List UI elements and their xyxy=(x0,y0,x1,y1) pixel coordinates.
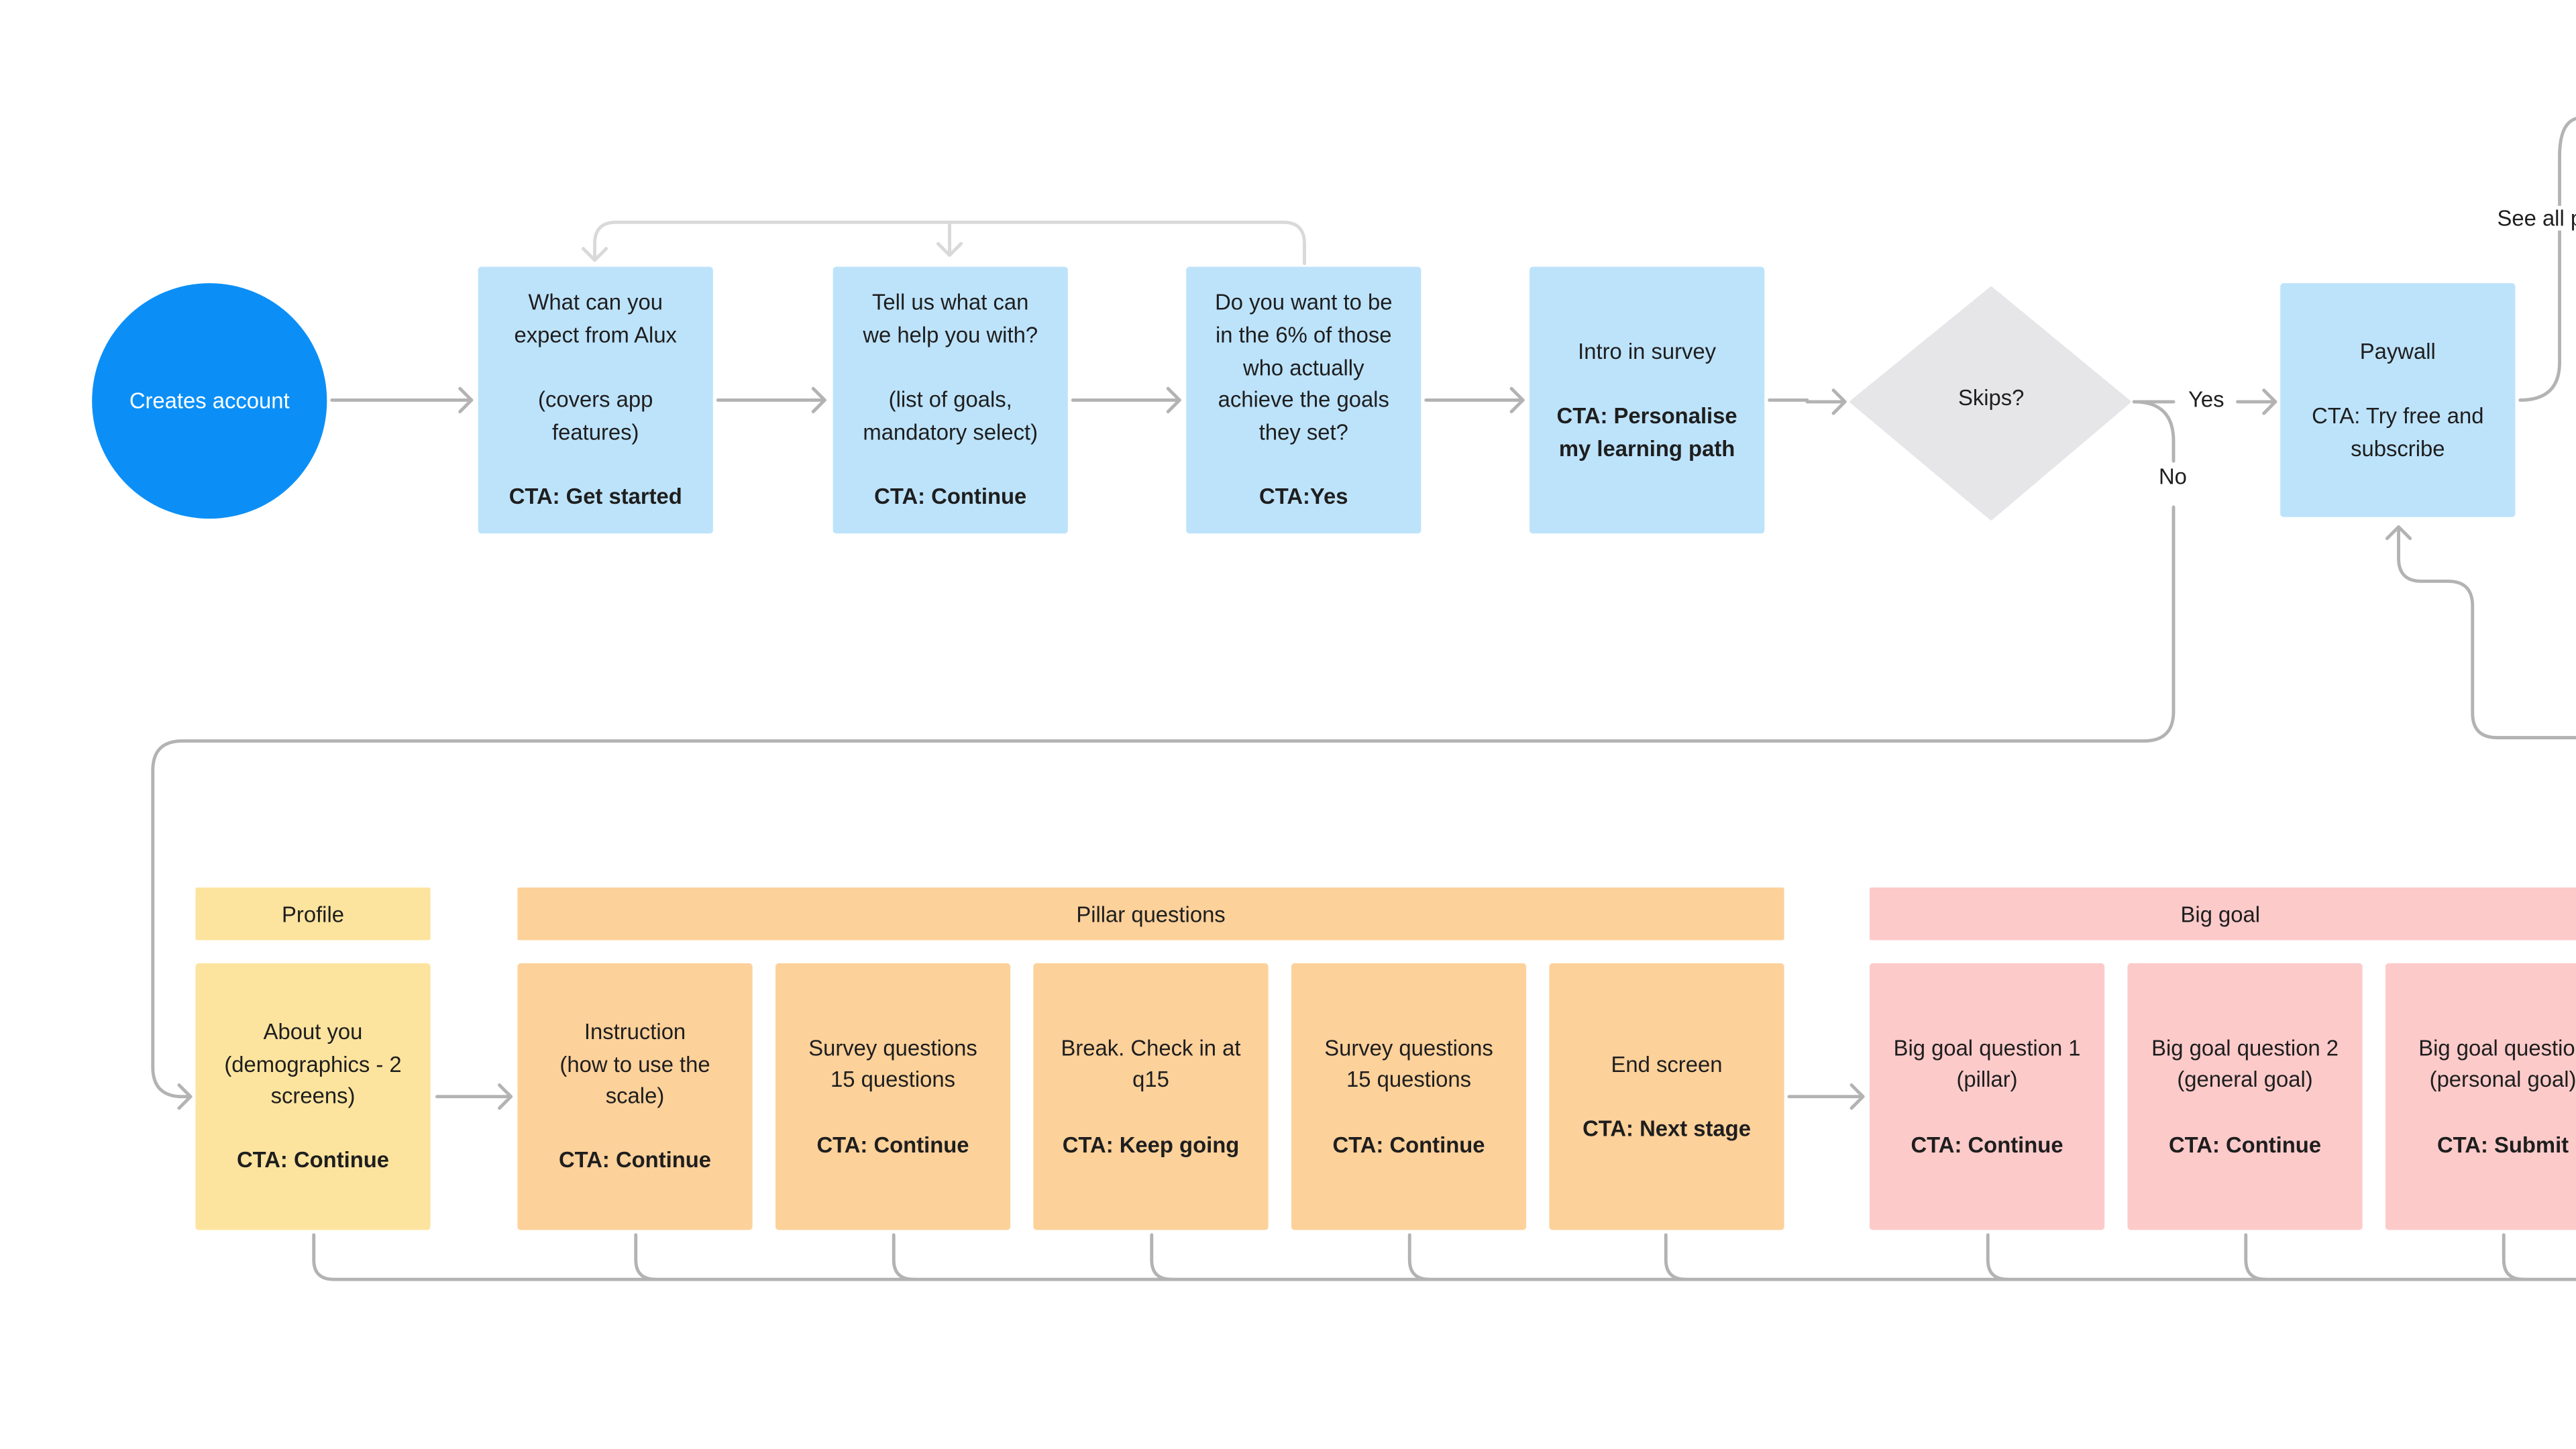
arrow-profile-to-pillar xyxy=(435,1083,513,1110)
card-text: Survey questions 15 questions xyxy=(1324,1035,1493,1093)
card-end-screen[interactable]: End screen CTA: Next stage xyxy=(1549,963,1784,1230)
card-cta: CTA: Continue xyxy=(816,1132,969,1157)
card-text: What can you expect from Alux (covers ap… xyxy=(514,290,677,445)
arrow-no-branch xyxy=(151,400,2176,1110)
see-all-label: See all p xyxy=(2492,205,2576,231)
paywall-exit-up xyxy=(2518,117,2576,402)
card-cta: CTA: Keep going xyxy=(1062,1132,1240,1157)
card-cta: CTA:Yes xyxy=(1259,484,1348,509)
card-text: About you (demographics - 2 screens) xyxy=(224,1019,402,1109)
card-cta: CTA: Get started xyxy=(508,484,682,509)
step-card-intro-survey[interactable]: Intro in survey CTA: Personalise my lear… xyxy=(1529,266,1765,534)
back-arrow-to-step2 xyxy=(936,220,963,257)
step-card-expect[interactable]: What can you expect from Alux (covers ap… xyxy=(478,266,713,534)
back-arrow-step3-to-step1 xyxy=(581,220,1306,266)
card-text: Intro in survey xyxy=(1578,339,1717,364)
group-header-big-goal: Big goal xyxy=(1869,887,2576,941)
arrow-step2-to-step3 xyxy=(1071,386,1181,414)
group-header-profile: Profile xyxy=(195,887,431,941)
decision-diamond xyxy=(1849,286,2131,521)
step-card-goals[interactable]: Tell us what can we help you with? (list… xyxy=(833,266,1068,534)
card-text: Survey questions 15 questions xyxy=(808,1035,977,1093)
card-big-goal-3[interactable]: Big goal question (personal goal) CTA: S… xyxy=(2385,963,2576,1230)
card-survey-questions-2[interactable]: Survey questions 15 questions CTA: Conti… xyxy=(1291,963,1527,1230)
start-label: Creates account xyxy=(129,388,290,414)
card-text: Tell us what can we help you with? (list… xyxy=(863,290,1038,445)
paywall-cta: CTA: Try free and subscribe xyxy=(2312,403,2484,461)
arrow-bottom-to-paywall xyxy=(2385,525,2576,740)
yes-label: Yes xyxy=(2183,386,2229,412)
big-goal-header-text: Big goal xyxy=(2180,901,2261,926)
start-node[interactable]: Creates account xyxy=(92,283,327,519)
card-cta: CTA: Personalise my learning path xyxy=(1556,403,1737,461)
bottom-bracket xyxy=(312,1233,2576,1281)
card-text: Instruction (how to use the scale) xyxy=(559,1019,710,1109)
arrow-step4-to-decision xyxy=(1768,388,1847,415)
decision-label: Skips? xyxy=(1957,385,2025,411)
card-big-goal-2[interactable]: Big goal question 2 (general goal) CTA: … xyxy=(2127,963,2363,1230)
card-text: End screen xyxy=(1611,1051,1723,1077)
arrow-step1-to-step2 xyxy=(716,386,826,414)
no-label: No xyxy=(2155,464,2190,489)
card-cta: CTA: Next stage xyxy=(1582,1116,1751,1141)
card-survey-questions-1[interactable]: Survey questions 15 questions CTA: Conti… xyxy=(775,963,1011,1230)
card-cta: CTA: Continue xyxy=(558,1148,712,1173)
card-text: Big goal question 2 (general goal) xyxy=(2151,1035,2339,1093)
card-cta: CTA: Continue xyxy=(874,484,1027,509)
arrow-pillar-to-biggoal xyxy=(1787,1083,1865,1110)
paywall-title: Paywall xyxy=(2359,339,2436,364)
card-break-check-in[interactable]: Break. Check in at q15 CTA: Keep going xyxy=(1033,963,1269,1230)
card-cta: CTA: Continue xyxy=(236,1148,390,1173)
card-cta: CTA: Continue xyxy=(1332,1132,1485,1157)
card-instruction[interactable]: Instruction (how to use the scale) CTA: … xyxy=(517,963,753,1230)
arrow-step3-to-step4 xyxy=(1424,386,1525,414)
card-text: Big goal question (personal goal) xyxy=(2418,1035,2576,1093)
card-text: Big goal question 1 (pillar) xyxy=(1893,1035,2081,1093)
card-about-you[interactable]: About you (demographics - 2 screens) CTA… xyxy=(195,963,431,1230)
card-cta: CTA: Continue xyxy=(1911,1132,2063,1157)
card-text: Do you want to be in the 6% of those who… xyxy=(1215,290,1393,445)
arrow-start-to-step1 xyxy=(330,386,474,414)
card-cta: CTA: Submit xyxy=(2436,1132,2569,1157)
card-text: Break. Check in at q15 xyxy=(1061,1035,1241,1093)
paywall-card[interactable]: Paywall CTA: Try free and subscribe xyxy=(2280,283,2516,517)
group-header-pillar: Pillar questions xyxy=(517,887,1784,941)
card-big-goal-1[interactable]: Big goal question 1 (pillar) CTA: Contin… xyxy=(1869,963,2105,1230)
card-cta: CTA: Continue xyxy=(2168,1132,2322,1157)
step-card-commitment[interactable]: Do you want to be in the 6% of those who… xyxy=(1186,266,1421,534)
